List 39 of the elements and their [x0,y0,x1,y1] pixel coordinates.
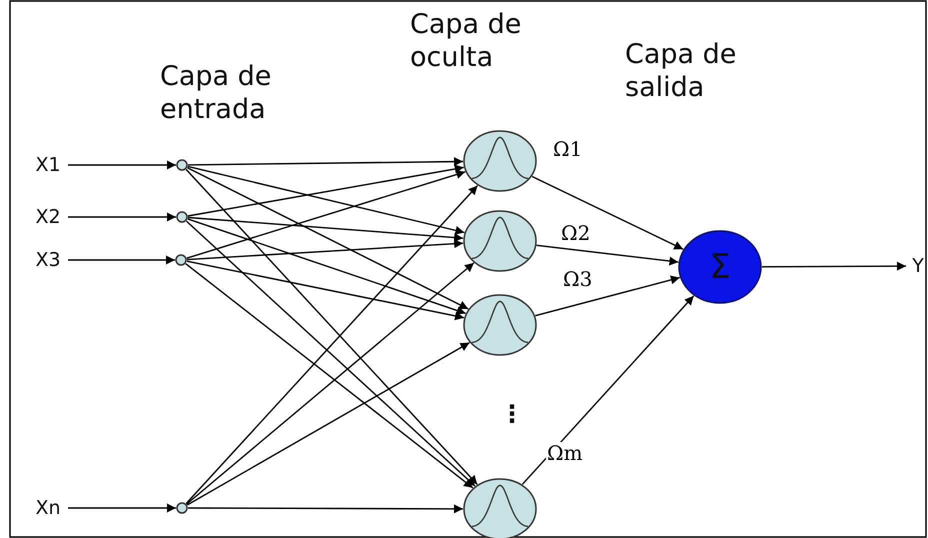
arrow [186,170,466,259]
arrow [535,276,680,316]
arrow [186,220,476,487]
sum-neuron: Σ [678,230,762,304]
arrow [188,166,465,235]
input-node [176,502,188,514]
arrow [522,295,694,485]
arrow [68,212,176,222]
arrow [188,157,463,166]
arrow [68,504,176,512]
arrow [68,160,176,170]
arrow [186,260,464,320]
arrow [188,216,464,242]
arrow [68,256,175,264]
hidden-neuron [463,210,537,272]
arrow [536,244,678,266]
arrow [188,504,463,514]
arrow [186,239,464,260]
arrow [532,176,684,250]
input-label: Xn [28,494,68,522]
arrow [187,218,466,315]
input-node [175,254,187,266]
input-node [176,159,188,171]
input-label: X2 [28,203,68,231]
ellipsis-mark: ⋮ [500,400,524,428]
layer-heading: Capa de entrada [160,60,272,126]
arrow [187,167,469,310]
input-node [176,211,188,223]
hidden-neuron [463,478,537,538]
arrow [762,262,906,271]
layer-heading: Capa de salida [625,38,738,104]
layer-heading: Capa de oculta [410,8,522,74]
output-label: Y [906,252,928,280]
arrow [186,342,470,506]
hidden-neuron [463,130,537,192]
arrow [188,164,464,217]
input-label: X3 [28,246,68,274]
input-label: X1 [28,151,68,179]
hidden-neuron [463,294,537,356]
